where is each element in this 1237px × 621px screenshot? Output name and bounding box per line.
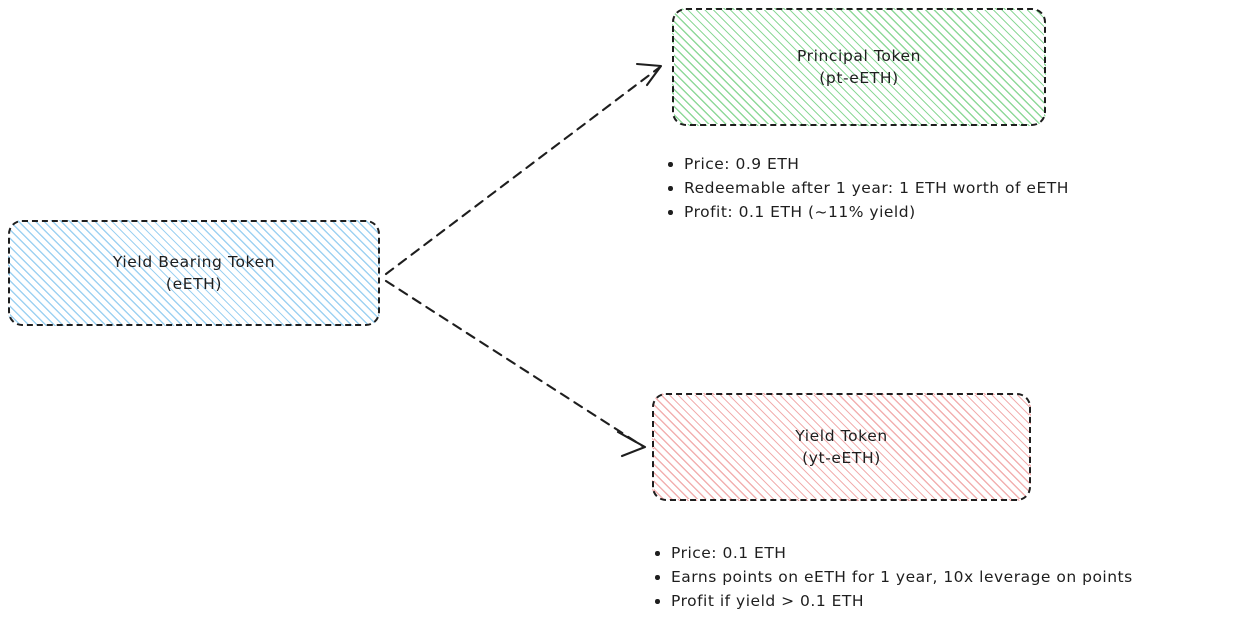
- yield-token-details-list: Price: 0.1 ETH Earns points on eETH for …: [655, 541, 1133, 613]
- list-item: Price: 0.1 ETH: [655, 541, 1133, 565]
- principal-token-node[interactable]: Principal Token (pt-eETH): [672, 8, 1046, 126]
- principal-token-details-list: Price: 0.9 ETH Redeemable after 1 year: …: [668, 152, 1069, 224]
- list-item: Earns points on eETH for 1 year, 10x lev…: [655, 565, 1133, 589]
- node-label-line1: Yield Bearing Token: [112, 253, 276, 271]
- list-item: Profit if yield > 0.1 ETH: [655, 589, 1133, 613]
- node-label-line2: (yt-eETH): [802, 449, 881, 467]
- edge-source-to-principal: [384, 62, 663, 276]
- yield-bearing-token-node[interactable]: Yield Bearing Token (eETH): [8, 220, 380, 326]
- node-label-line1: Principal Token: [796, 47, 922, 65]
- node-label-line2: (eETH): [165, 275, 223, 293]
- edge-source-to-yield: [384, 279, 647, 458]
- yield-token-node[interactable]: Yield Token (yt-eETH): [652, 393, 1031, 501]
- list-item: Price: 0.9 ETH: [668, 152, 1069, 176]
- list-item: Redeemable after 1 year: 1 ETH worth of …: [668, 176, 1069, 200]
- node-label-line2: (pt-eETH): [819, 69, 899, 87]
- node-label-line1: Yield Token: [795, 427, 888, 445]
- list-item: Profit: 0.1 ETH (~11% yield): [668, 200, 1069, 224]
